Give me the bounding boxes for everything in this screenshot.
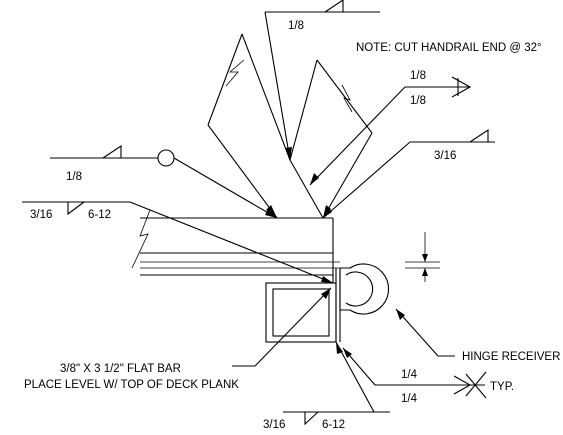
weld-left-lower-size: 3/16 <box>30 209 52 221</box>
weld-typ-label: TYP. <box>490 381 514 393</box>
weld-symbol-typ: 1/4 1/4 TYP. <box>342 347 514 405</box>
hinge-receiver-label: HINGE RECEIVER <box>462 351 560 363</box>
weld-top-size: 1/8 <box>288 20 304 32</box>
weld-symbol-right-upper: 1/8 1/8 <box>309 70 472 186</box>
hinge-receiver-callout: HINGE RECEIVER <box>395 308 560 363</box>
weld-right-lower-size: 1/8 <box>410 95 426 107</box>
weld-bottom-size: 3/16 <box>263 419 285 431</box>
flat-bar-label-line1: 3/8" X 3 1/2" FLAT BAR <box>60 363 181 375</box>
weld-left-mid-size: 1/8 <box>66 171 82 183</box>
weld-symbol-top: 1/8 <box>264 0 380 161</box>
weld-right-upper-size: 1/8 <box>410 70 426 82</box>
weld-left-lower-pitch: 6-12 <box>88 209 111 221</box>
weld-symbol-bottom: 3/16 6-12 <box>263 341 390 431</box>
weld-right-mid-size: 3/16 <box>434 150 456 162</box>
weld-typ-upper-size: 1/4 <box>401 369 418 381</box>
handrail-tube <box>131 209 340 283</box>
weld-bottom-pitch: 6-12 <box>322 419 345 431</box>
flat-bar-label-line2: PLACE LEVEL W/ TOP OF DECK PLANK <box>24 379 239 391</box>
dimension-marks <box>405 232 440 282</box>
hinge-receiver <box>335 263 390 342</box>
weld-symbol-left-mid: 1/8 <box>50 144 278 219</box>
weld-symbol-left-lower: 3/16 6-12 <box>22 201 334 284</box>
note-text: NOTE: CUT HANDRAIL END @ 32° <box>356 42 542 54</box>
weld-symbol-right-mid: 3/16 <box>322 128 495 219</box>
flat-bar-callout: 3/8" X 3 1/2" FLAT BAR PLACE LEVEL W/ TO… <box>24 287 332 391</box>
weld-typ-lower-size: 1/4 <box>401 393 418 405</box>
fan-leaders <box>207 33 373 219</box>
